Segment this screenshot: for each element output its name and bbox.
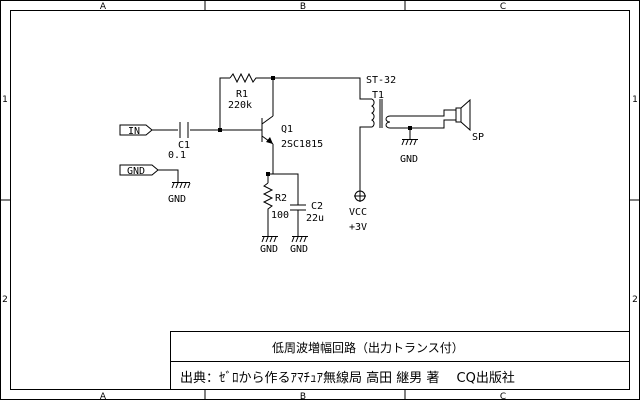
t1-part: ST-32 [366, 75, 396, 86]
q1-part: 2SC1815 [281, 139, 323, 150]
gnd-label-c2: GND [290, 244, 308, 255]
c2-ref: C2 [311, 201, 323, 212]
capacitor-c2 [290, 204, 306, 211]
ground-icon-input [171, 182, 191, 189]
junction-secondary-tap [408, 126, 412, 130]
junction-emitter [266, 172, 270, 176]
junction-base [218, 128, 222, 132]
port-gnd: GND [119, 164, 159, 177]
transformer-t1 [370, 98, 391, 129]
vcc-value: +3V [349, 222, 367, 233]
frame-row-2-right: 2 [632, 295, 638, 305]
source-credit: 出典：ｾﾞﾛから作るｱﾏﾁｭｱ無線局 高田 継男 著 CQ出版社 [180, 370, 515, 386]
ground-icon-r2 [261, 236, 278, 243]
wires [152, 77, 456, 236]
r1-value: 220k [228, 100, 252, 111]
resistor-r1 [229, 72, 258, 84]
c2-value: 22u [306, 213, 324, 224]
emitter-arrow [266, 137, 273, 144]
ground-icon-c2 [291, 236, 308, 243]
frame-row-1-left: 1 [2, 95, 8, 105]
port-gnd-label: GND [127, 166, 145, 177]
ground-icon-transformer [401, 139, 418, 146]
frame-col-b-top: B [300, 2, 306, 12]
frame-col-c-top: C [500, 2, 506, 12]
c1-ref: C1 [178, 140, 190, 151]
transistor-q1 [261, 115, 274, 145]
q1-ref: Q1 [281, 124, 293, 135]
vcc-name: VCC [349, 207, 367, 218]
circuit-title: 低周波増幅回路（出力トランス付） [272, 340, 464, 355]
junction-collector [271, 76, 275, 80]
c1-value: 0.1 [168, 150, 186, 161]
r1-ref: R1 [236, 89, 248, 100]
frame-row-2-left: 2 [2, 295, 8, 305]
gnd-label-transformer: GND [400, 154, 418, 165]
t1-ref: T1 [372, 90, 384, 101]
resistor-r2 [262, 182, 274, 212]
vcc-symbol [354, 190, 366, 202]
capacitor-c1 [179, 122, 189, 138]
speaker-icon [455, 98, 471, 132]
frame-row-1-right: 1 [632, 95, 638, 105]
r2-value: 100 [271, 210, 289, 221]
title-block [170, 331, 630, 390]
frame-col-c-bottom: C [500, 392, 506, 400]
port-in-label: IN [128, 126, 140, 137]
frame-col-a-top: A [100, 2, 107, 12]
speaker-ref: SP [472, 132, 484, 143]
gnd-label-r2: GND [260, 244, 278, 255]
port-in: IN [119, 124, 153, 137]
frame-col-a-bottom: A [100, 392, 107, 400]
r2-ref: R2 [275, 193, 287, 204]
junction-dots [218, 76, 412, 176]
gnd-label-input: GND [168, 194, 186, 205]
frame-col-b-bottom: B [300, 392, 306, 400]
